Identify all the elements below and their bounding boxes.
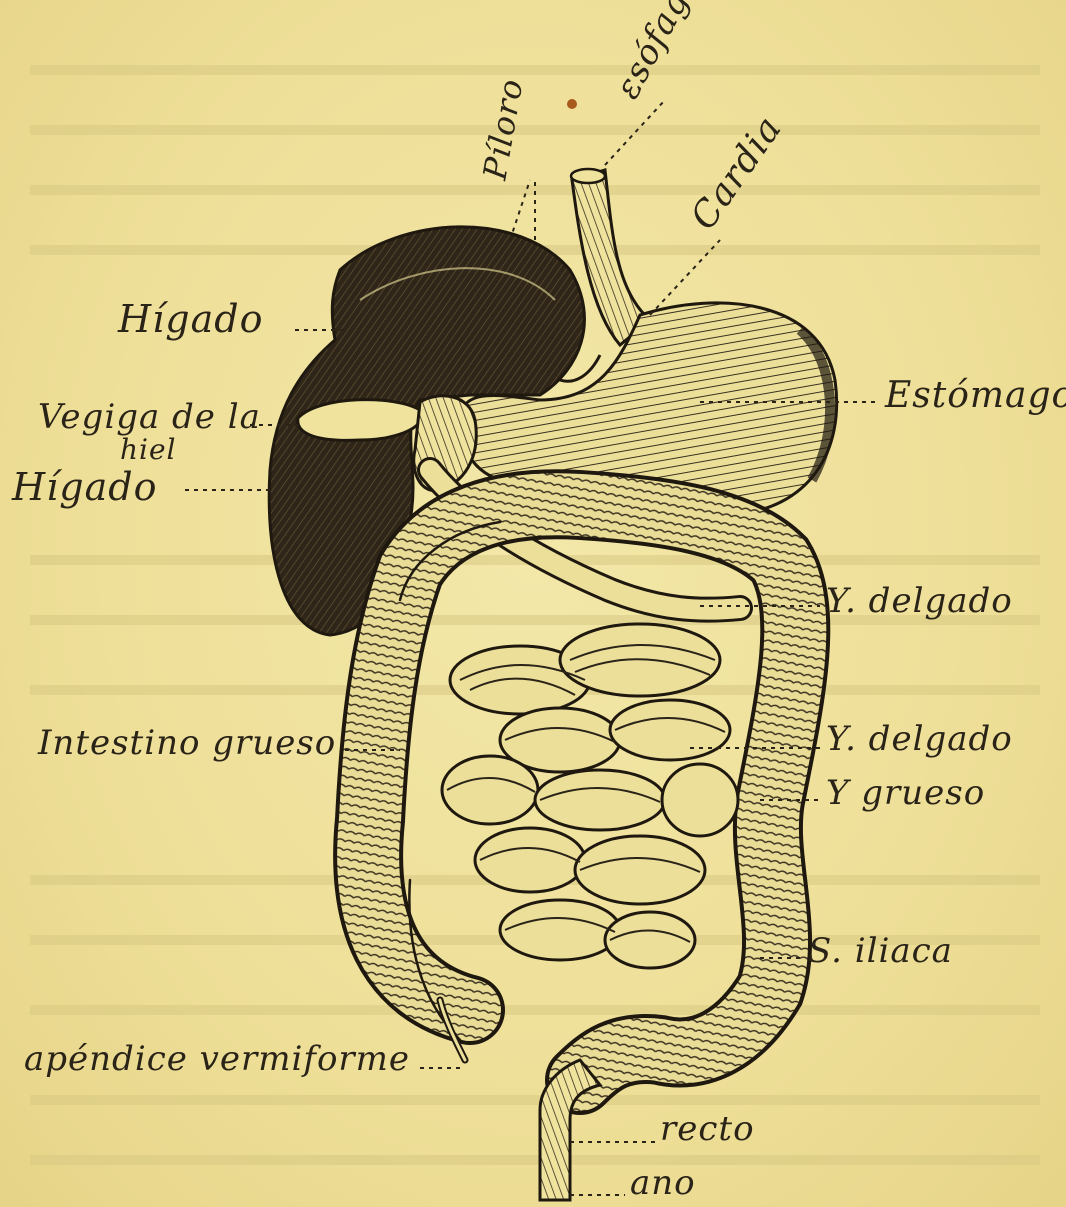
label-s-iliaca: S. iliaca (808, 934, 953, 968)
label-intestino-grueso: Intestino grueso (38, 726, 336, 760)
label-intestino-grueso-2: Y grueso (826, 776, 985, 810)
label-estomago: Estómago (885, 378, 1066, 414)
label-higado-top: Hígado (118, 300, 263, 338)
label-intestino-delgado-2: Y. delgado (826, 722, 1013, 756)
ink-speck (567, 99, 577, 109)
label-ano: ano (630, 1166, 696, 1200)
rectum-drawing (540, 1060, 600, 1200)
label-apendice: apéndice vermiforme (24, 1042, 410, 1076)
label-recto: recto (660, 1112, 755, 1146)
small-intestine-drawing (442, 624, 738, 968)
label-higado-bottom: Hígado (12, 468, 157, 506)
label-vejiga-line1: Vegiga de la (38, 400, 261, 434)
label-intestino-delgado-1: Y. delgado (826, 584, 1013, 618)
label-vejiga-line2: hiel (120, 436, 177, 464)
